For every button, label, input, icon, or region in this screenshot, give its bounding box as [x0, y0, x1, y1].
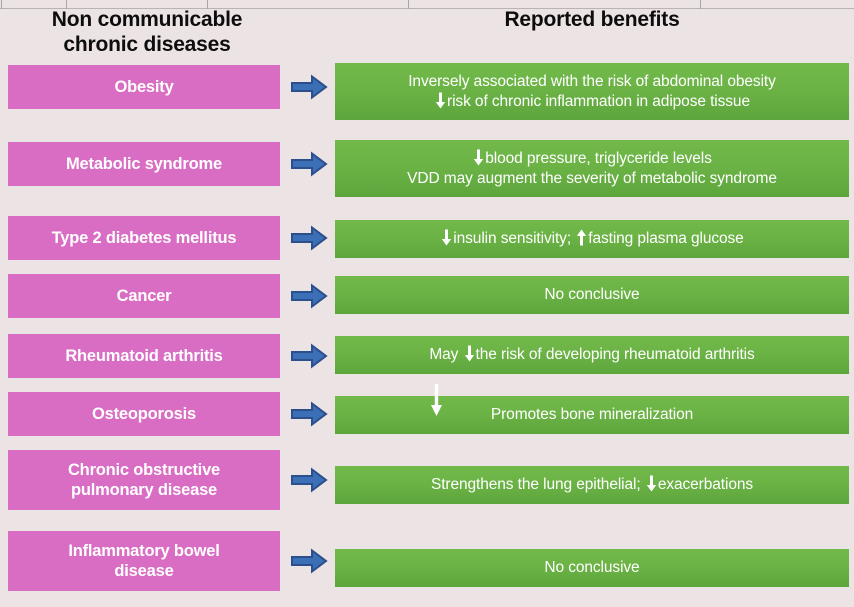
benefit-text: Promotes bone mineralization [343, 405, 841, 425]
benefit-text: May the risk of developing rheumatoid ar… [343, 345, 841, 365]
disease-label-line: pulmonary disease [70, 481, 218, 499]
right-block-arrow-icon [290, 74, 328, 100]
benefit-box-rheumatoid-arthritis[interactable]: May the risk of developing rheumatoid ar… [335, 336, 849, 374]
right-block-arrow-icon [290, 343, 328, 369]
benefit-text: insulin sensitivity; fasting plasma gluc… [343, 229, 841, 249]
benefit-text-line: Inversely associated with the risk of ab… [343, 72, 841, 92]
benefit-text-line: VDD may augment the severity of metaboli… [343, 169, 841, 189]
disease-box-cancer[interactable]: Cancer [8, 274, 280, 318]
disease-label-line: disease [114, 562, 174, 580]
benefit-box-cancer[interactable]: No conclusive [335, 276, 849, 314]
right-block-arrow-icon [290, 467, 328, 493]
right-block-arrow-icon [290, 548, 328, 574]
disease-label-line: Metabolic syndrome [66, 155, 222, 173]
disease-box-chronic-obstructive-pulmonary-disease[interactable]: Chronic obstructive pulmonary disease [8, 450, 280, 510]
diagram-board: Non communicable chronic diseases Report… [0, 7, 854, 607]
disease-box-metabolic-syndrome[interactable]: Metabolic syndrome [8, 142, 280, 186]
benefit-box-type-2-diabetes-mellitus[interactable]: insulin sensitivity; fasting plasma gluc… [335, 220, 849, 258]
disease-label: Type 2 diabetes mellitus [52, 228, 237, 248]
benefit-box-obesity[interactable]: Inversely associated with the risk of ab… [335, 63, 849, 120]
benefit-text-segment: fasting plasma glucose [588, 230, 744, 247]
strip-divider [207, 0, 208, 9]
disease-label: Chronic obstructive pulmonary disease [68, 460, 220, 500]
right-block-arrow-icon [290, 151, 328, 177]
benefit-text-line: blood pressure, triglyceride levels [343, 149, 841, 169]
strip-divider [1, 0, 2, 9]
benefit-text-segment: May [429, 346, 463, 363]
disease-label: Inflammatory bowel disease [68, 541, 220, 581]
disease-label: Rheumatoid arthritis [65, 346, 223, 366]
disease-label-line: Chronic obstructive [67, 461, 221, 479]
disease-label-line: Type 2 diabetes mellitus [51, 229, 237, 247]
benefit-text-line: insulin sensitivity; fasting plasma gluc… [343, 229, 841, 249]
benefit-text-segment: risk of chronic inflammation in adipose … [447, 92, 750, 110]
down-arrow-icon [441, 229, 452, 246]
benefit-text-line: risk of chronic inflammation in adipose … [343, 92, 841, 112]
benefit-text-segment: insulin sensitivity; [453, 230, 576, 247]
benefit-text-segment: No conclusive [544, 559, 640, 576]
benefit-text: Inversely associated with the risk of ab… [343, 72, 841, 112]
down-arrow-icon [464, 345, 475, 362]
disease-box-inflammatory-bowel-disease[interactable]: Inflammatory bowel disease [8, 531, 280, 591]
disease-label-line: Inflammatory bowel [68, 542, 220, 560]
disease-box-type-2-diabetes-mellitus[interactable]: Type 2 diabetes mellitus [8, 216, 280, 260]
down-arrow-icon [646, 475, 657, 492]
header-left: Non communicable chronic diseases [8, 7, 286, 57]
benefit-text-line: No conclusive [343, 285, 841, 305]
disease-label-line: Osteoporosis [92, 405, 196, 423]
benefit-text-line: Promotes bone mineralization [343, 405, 841, 425]
benefit-text-segment: Inversely associated with the risk of ab… [408, 72, 776, 90]
benefit-text-segment: VDD may augment the severity of metaboli… [407, 169, 777, 187]
benefit-text: No conclusive [343, 558, 841, 578]
benefit-text-line: May the risk of developing rheumatoid ar… [343, 345, 841, 365]
cropped-table-strip [0, 0, 854, 9]
disease-label-line: Rheumatoid arthritis [65, 347, 223, 365]
down-arrow-icon [435, 92, 446, 109]
header-left-line1: Non communicable [51, 8, 243, 31]
right-block-arrow-icon [290, 283, 328, 309]
benefit-text-segment: Promotes bone mineralization [490, 406, 694, 423]
disease-label-line: Cancer [116, 287, 172, 305]
benefit-text-line: Strengthens the lung epithelial; exacerb… [343, 475, 841, 495]
down-arrow-icon [430, 383, 443, 417]
benefit-text: Strengthens the lung epithelial; exacerb… [343, 475, 841, 495]
benefit-box-osteoporosis[interactable]: Promotes bone mineralization [335, 396, 849, 434]
disease-label: Metabolic syndrome [66, 154, 222, 174]
benefit-text-segment: the risk of developing rheumatoid arthri… [475, 346, 755, 363]
disease-label: Obesity [114, 77, 173, 97]
benefit-text-segment: No conclusive [544, 286, 640, 303]
down-arrow-icon [473, 149, 484, 166]
right-block-arrow-icon [290, 225, 328, 251]
benefit-text-segment: blood pressure, triglyceride levels [485, 149, 712, 167]
disease-label: Osteoporosis [92, 404, 196, 424]
column-headers: Non communicable chronic diseases Report… [0, 7, 854, 61]
benefit-text-line: No conclusive [343, 558, 841, 578]
benefit-text-segment: Strengthens the lung epithelial; [430, 476, 645, 493]
disease-box-rheumatoid-arthritis[interactable]: Rheumatoid arthritis [8, 334, 280, 378]
strip-divider [700, 0, 701, 9]
strip-divider [408, 0, 409, 9]
benefit-text: No conclusive [343, 285, 841, 305]
disease-label: Cancer [117, 286, 172, 306]
strip-divider [66, 0, 67, 9]
disease-label-line: Obesity [114, 78, 174, 96]
header-right: Reported benefits [504, 8, 680, 31]
right-block-arrow-icon [290, 401, 328, 427]
disease-box-obesity[interactable]: Obesity [8, 65, 280, 109]
disease-box-osteoporosis[interactable]: Osteoporosis [8, 392, 280, 436]
benefit-box-inflammatory-bowel-disease[interactable]: No conclusive [335, 549, 849, 587]
benefit-text-segment: exacerbations [657, 476, 754, 493]
header-left-line2: chronic diseases [63, 33, 231, 56]
benefit-box-chronic-obstructive-pulmonary-disease[interactable]: Strengthens the lung epithelial; exacerb… [335, 466, 849, 504]
up-arrow-icon [576, 229, 587, 246]
